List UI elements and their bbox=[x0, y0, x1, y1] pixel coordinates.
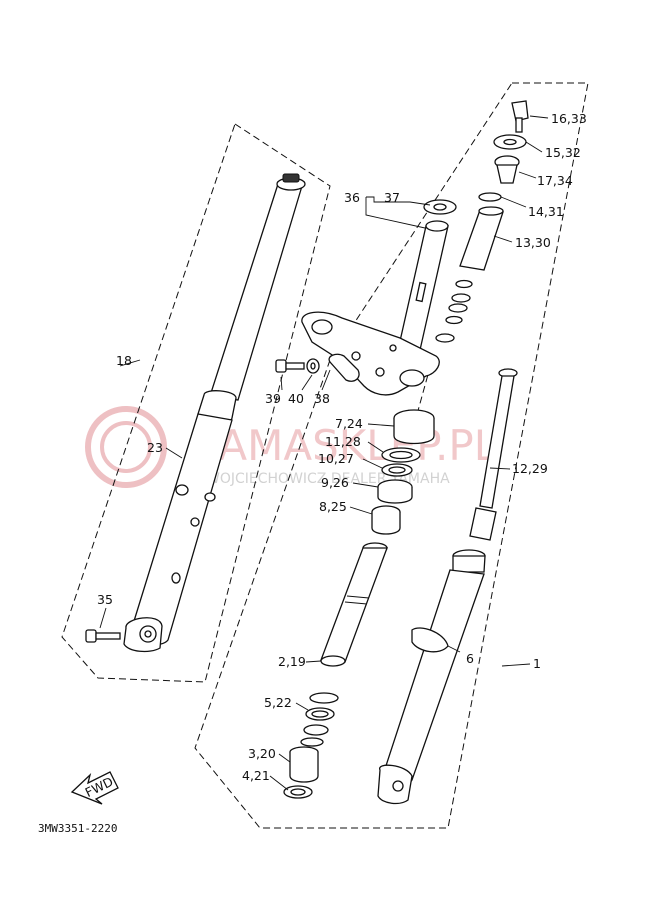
label-3-20: 3,20 bbox=[248, 746, 276, 761]
label-5-22: 5,22 bbox=[264, 695, 292, 710]
washer-40-icon bbox=[306, 358, 320, 374]
inner-tube bbox=[320, 542, 388, 667]
label-37: 37 bbox=[384, 190, 400, 205]
label-38: 38 bbox=[314, 391, 330, 406]
leader-lines bbox=[99, 115, 549, 791]
label-2-19: 2,19 bbox=[278, 654, 306, 669]
label-7-24: 7,24 bbox=[335, 416, 363, 431]
label-17-34: 17,34 bbox=[537, 173, 573, 188]
left-assembly-outline bbox=[61, 123, 331, 683]
seal-bushing-stack bbox=[371, 409, 435, 535]
label-4-21: 4,21 bbox=[242, 768, 270, 783]
label-6: 6 bbox=[466, 651, 474, 666]
label-12-29: 12,29 bbox=[512, 461, 548, 476]
label-16-33: 16,33 bbox=[551, 111, 587, 126]
part-labels: 16,33 15,32 17,34 14,31 13,30 36 37 18 3… bbox=[97, 111, 587, 783]
label-40: 40 bbox=[288, 391, 304, 406]
lower-small-parts bbox=[283, 692, 339, 799]
label-35: 35 bbox=[97, 592, 113, 607]
label-1: 1 bbox=[533, 656, 541, 671]
label-8-25: 8,25 bbox=[319, 499, 347, 514]
label-36: 36 bbox=[344, 190, 360, 205]
drawing-code: 3MW3351-2220 bbox=[38, 822, 117, 835]
label-39: 39 bbox=[265, 391, 281, 406]
label-10-27: 10,27 bbox=[318, 451, 354, 466]
bolt-35-icon bbox=[85, 629, 121, 643]
label-14-31: 14,31 bbox=[528, 204, 564, 219]
damper-rod bbox=[469, 368, 518, 541]
steering-stem-bracket bbox=[301, 199, 457, 396]
fork-assembly-left bbox=[123, 173, 306, 653]
label-11-28: 11,28 bbox=[325, 434, 361, 449]
label-18: 18 bbox=[116, 353, 132, 368]
watermark-logo-icon bbox=[85, 406, 167, 488]
label-13-30: 13,30 bbox=[515, 235, 551, 250]
fwd-arrow-icon: FWD bbox=[70, 771, 119, 805]
label-23: 23 bbox=[147, 440, 163, 455]
outer-tube bbox=[377, 549, 486, 805]
small-spring-stack bbox=[435, 279, 473, 343]
damper-cap-stack bbox=[459, 100, 529, 271]
watermark-brand: YAMASKLEP.PL bbox=[195, 421, 498, 470]
bolt-39-icon bbox=[275, 359, 305, 373]
label-9-26: 9,26 bbox=[321, 475, 349, 490]
label-15-32: 15,32 bbox=[545, 145, 581, 160]
